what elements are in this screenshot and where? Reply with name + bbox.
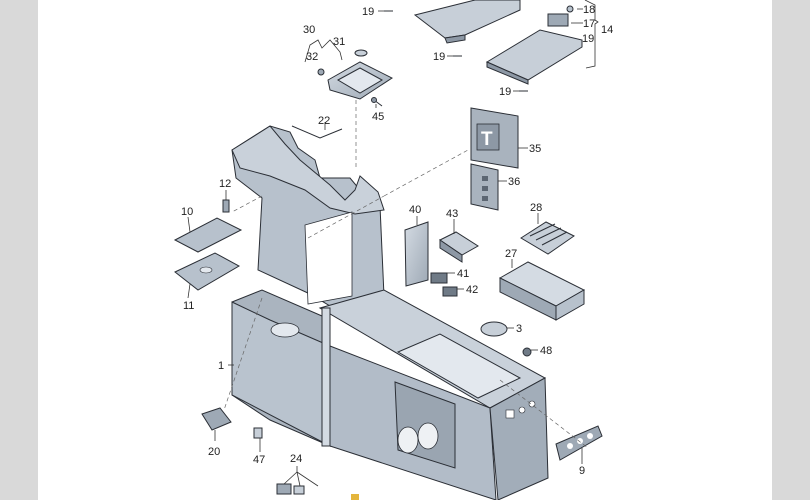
pin-32 — [317, 68, 325, 76]
clip-31 — [354, 49, 368, 57]
yellow-marker — [351, 494, 359, 500]
part-number: 11 — [183, 300, 194, 312]
sign-35: T — [470, 107, 519, 169]
part-number: 48 — [540, 345, 552, 357]
part-number: 45 — [372, 111, 384, 123]
latch-tray — [327, 61, 394, 100]
part-number: 28 — [530, 202, 542, 214]
plate-10 — [173, 217, 243, 253]
panel-9 — [555, 425, 603, 461]
screw-45 — [371, 97, 383, 107]
part-number: 40 — [409, 204, 421, 216]
leader-lines — [187, 8, 583, 487]
cap-3 — [480, 321, 508, 337]
guide-line — [307, 195, 385, 239]
sign-letter: T — [481, 129, 493, 150]
part-number: 27 — [505, 248, 517, 260]
part-number: 43 — [446, 208, 458, 220]
part-labels: 19 18 17 14 19 19 19 30 31 32 45 22 35 3… — [181, 4, 613, 477]
part-number: 18 — [583, 4, 595, 16]
block-43 — [439, 231, 479, 263]
console-body — [231, 125, 549, 500]
panel-40 — [404, 221, 429, 287]
tray-28 — [520, 221, 575, 255]
part-number: 36 — [508, 176, 520, 188]
guide-line — [499, 379, 589, 449]
part-number: 32 — [306, 51, 318, 63]
part-number: 19 — [433, 51, 445, 63]
plate-36 — [470, 163, 499, 211]
guide-line — [383, 149, 469, 197]
part-number: 31 — [333, 36, 345, 48]
part-number: 9 — [579, 465, 585, 477]
cable-30 — [304, 39, 343, 63]
bracket-14 — [584, 0, 599, 69]
lid-lower — [485, 29, 583, 85]
lid-upper — [413, 0, 521, 44]
part-number: 14 — [601, 24, 613, 36]
part-number: 20 — [208, 446, 220, 458]
guide-line — [223, 297, 263, 411]
clip-42 — [442, 286, 458, 297]
screw-48 — [522, 347, 532, 357]
part-number: 47 — [253, 454, 265, 466]
tray-27 — [498, 261, 586, 321]
part-number: 17 — [583, 18, 595, 30]
rod-22 — [291, 125, 343, 139]
plate-11 — [174, 252, 241, 291]
part-number: 24 — [290, 453, 302, 465]
part-number: 41 — [457, 268, 469, 280]
part-number: 19 — [499, 86, 511, 98]
part-number: 19 — [362, 6, 374, 18]
part-number: 42 — [466, 284, 478, 296]
part-number: 12 — [219, 178, 231, 190]
guide-line — [231, 195, 263, 213]
clip-41 — [430, 272, 448, 284]
part-number: 35 — [529, 143, 541, 155]
screw-12 — [222, 199, 230, 213]
part-number: 19 — [582, 33, 594, 45]
part-number: 1 — [218, 360, 224, 372]
part-number: 10 — [181, 206, 193, 218]
clip-47 — [253, 427, 263, 439]
part-number: 30 — [303, 24, 315, 36]
part-number: 3 — [516, 323, 522, 335]
hinge-part — [547, 5, 574, 27]
part-number: 22 — [318, 115, 330, 127]
bracket-20 — [201, 407, 232, 431]
